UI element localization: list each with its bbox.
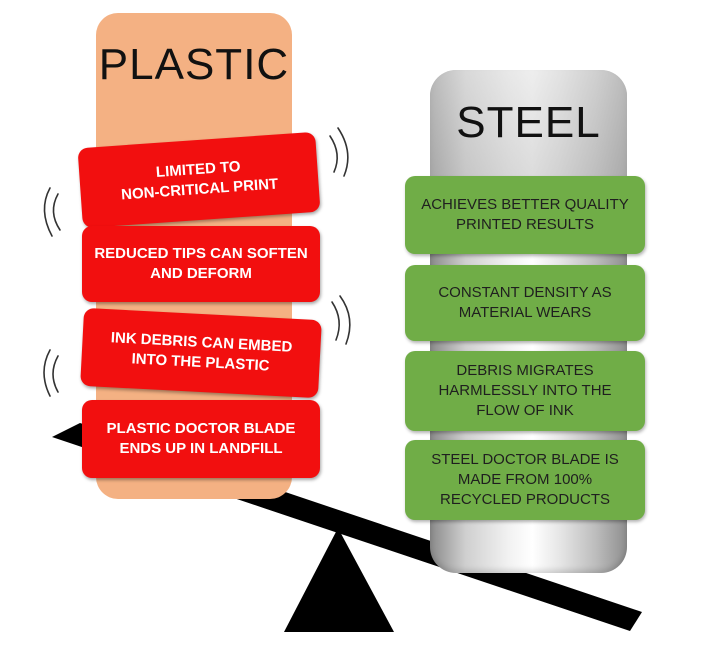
plastic-item-4: PLASTIC DOCTOR BLADE ENDS UP IN LANDFILL xyxy=(82,400,320,478)
seesaw-fulcrum xyxy=(284,528,394,632)
shake-mark-icon xyxy=(331,301,340,341)
shake-mark-icon xyxy=(52,193,61,231)
steel-item-1-text: ACHIEVES BETTER QUALITY PRINTED RESULTS xyxy=(421,196,629,233)
shake-mark-icon xyxy=(52,355,59,393)
steel-item-4: STEEL DOCTOR BLADE IS MADE FROM 100% REC… xyxy=(405,440,645,520)
steel-item-4-text: STEEL DOCTOR BLADE IS MADE FROM 100% REC… xyxy=(431,451,619,508)
steel-item-2: CONSTANT DENSITY AS MATERIAL WEARS xyxy=(405,265,645,341)
shake-mark-icon xyxy=(43,349,51,397)
plastic-title: PLASTIC xyxy=(98,40,290,89)
shake-mark-icon xyxy=(43,187,53,237)
plastic-item-2: REDUCED TIPS CAN SOFTEN AND DEFORM xyxy=(82,226,320,302)
steel-title: STEEL xyxy=(456,98,601,147)
steel-item-1: ACHIEVES BETTER QUALITY PRINTED RESULTS xyxy=(405,176,645,254)
steel-item-3-text: DEBRIS MIGRATES HARMLESSLY INTO THE FLOW… xyxy=(438,362,612,419)
shake-mark-icon xyxy=(329,135,338,173)
shake-mark-icon xyxy=(339,295,351,345)
steel-item-3: DEBRIS MIGRATES HARMLESSLY INTO THE FLOW… xyxy=(405,351,645,431)
shake-mark-icon xyxy=(337,127,349,177)
plastic-item-4-text: PLASTIC DOCTOR BLADE ENDS UP IN LANDFILL xyxy=(106,420,296,457)
steel-column-cap xyxy=(430,70,627,176)
plastic-item-2-text: REDUCED TIPS CAN SOFTEN AND DEFORM xyxy=(94,245,308,282)
steel-item-2-text: CONSTANT DENSITY AS MATERIAL WEARS xyxy=(438,284,612,321)
